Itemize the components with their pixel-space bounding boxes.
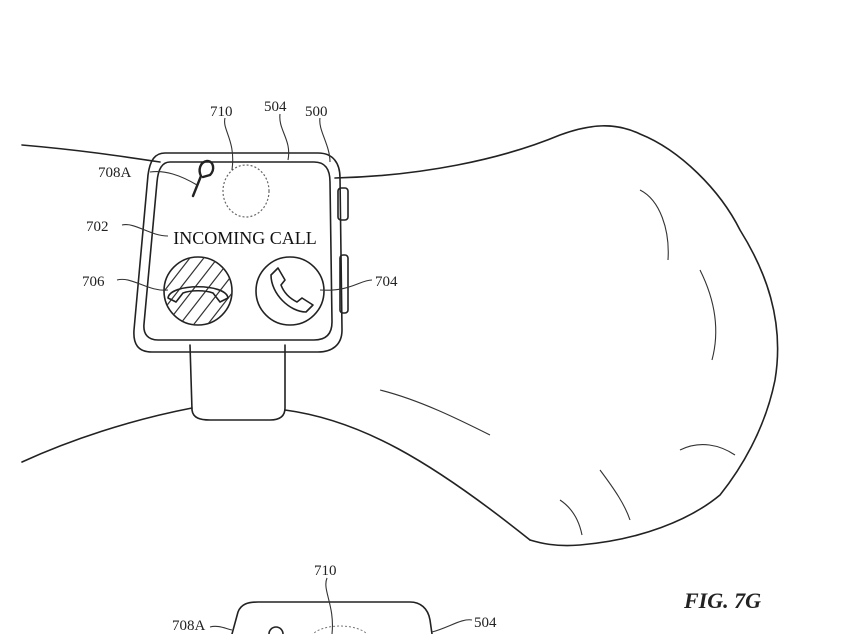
arm-outline-bottom-right <box>284 409 531 541</box>
hang-up-icon <box>167 285 229 303</box>
lower-label-504: 504 <box>474 615 497 631</box>
accept-call-button[interactable] <box>255 256 325 326</box>
arm-outline-bottom <box>21 407 193 463</box>
label-702: 702 <box>86 219 109 235</box>
label-708a: 708A <box>98 165 132 181</box>
lower-label-708a: 708A <box>172 618 206 634</box>
watch-band <box>189 344 286 421</box>
lower-watch-outline <box>231 601 433 634</box>
fist-crease <box>639 189 669 261</box>
fist-crease <box>679 444 736 456</box>
watch-screen <box>143 161 333 341</box>
label-504: 504 <box>264 99 287 115</box>
side-button[interactable] <box>339 254 349 314</box>
fist-crease <box>699 269 717 361</box>
fist-crease <box>559 499 583 536</box>
lower-label-710: 710 <box>314 563 337 579</box>
fist-crease <box>379 389 491 436</box>
label-706: 706 <box>82 274 105 290</box>
label-500: 500 <box>305 104 328 120</box>
phone-icon <box>270 267 314 313</box>
fist-crease <box>599 469 631 521</box>
incoming-call-text: INCOMING CALL <box>173 228 317 248</box>
watch-case <box>133 152 343 353</box>
arm-outline-top <box>21 144 161 163</box>
digital-crown[interactable] <box>337 187 349 221</box>
figure-caption: FIG. 7G <box>683 588 761 613</box>
microphone-indicator-icon <box>191 159 215 198</box>
label-704: 704 <box>375 274 398 290</box>
label-710: 710 <box>210 104 233 120</box>
arm-outline-top-right <box>334 125 779 547</box>
sensor-region <box>222 164 270 218</box>
